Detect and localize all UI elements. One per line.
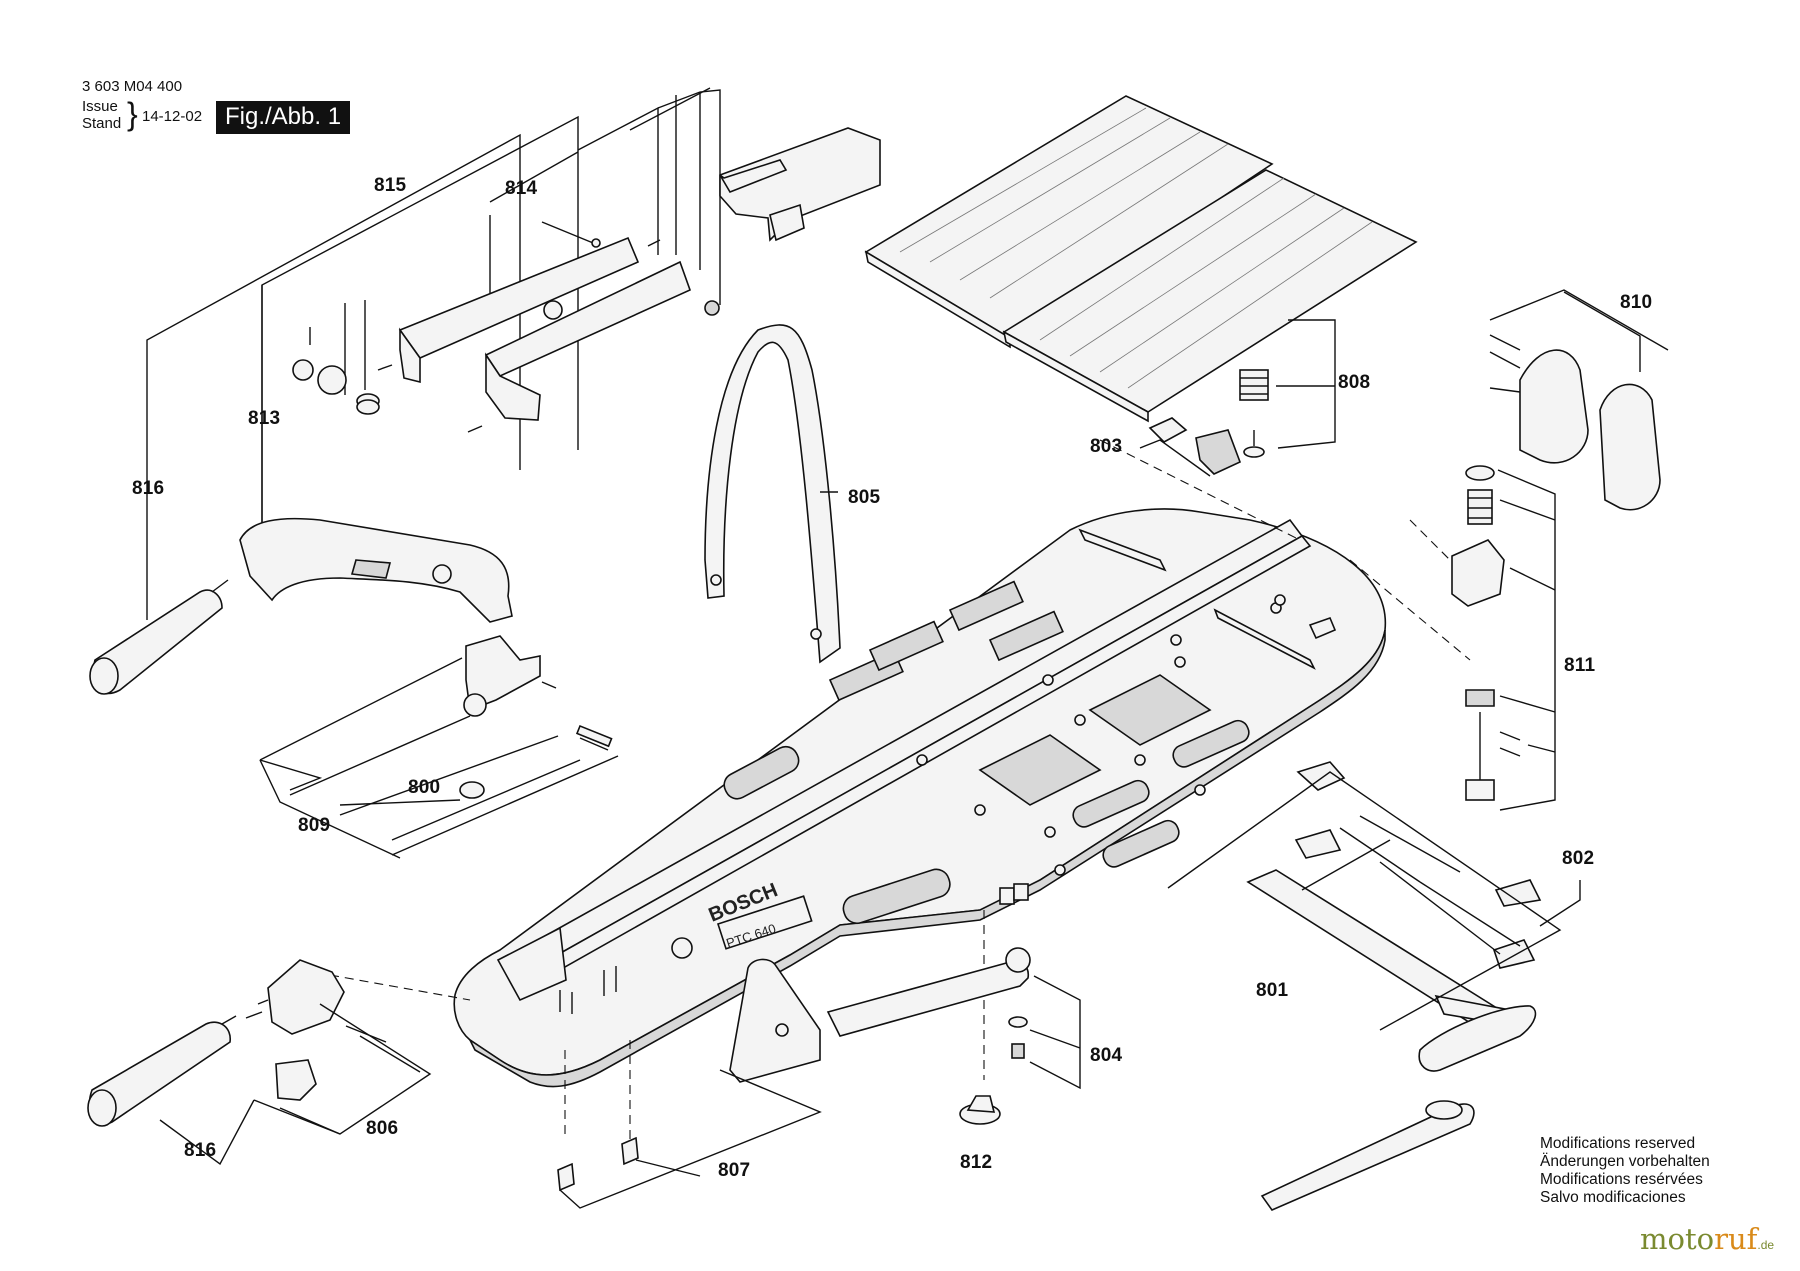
table-hatching [899, 107, 1373, 389]
part-811-stack [1451, 465, 1556, 811]
issue-date: 14-12-02 [142, 108, 203, 125]
guide-block-top [719, 127, 881, 242]
note-spanish: Salvo modificaciones [1540, 1189, 1686, 1206]
callout-800: 800 [408, 777, 441, 798]
callout-816-top: 816 [132, 478, 165, 499]
callout-806: 806 [366, 1118, 399, 1139]
watermark-logo: motoruf.de [1640, 1222, 1774, 1256]
callout-807: 807 [718, 1160, 751, 1181]
watermark-tld: .de [1757, 1238, 1775, 1252]
callout-804: 804 [1090, 1045, 1123, 1066]
part-816-grip-bottom [87, 1015, 255, 1166]
issue-brace: } [127, 96, 138, 132]
part-807-support [557, 958, 822, 1209]
part-806-block [245, 959, 432, 1135]
part-814-815 [292, 221, 720, 433]
callout-811: 811 [1564, 655, 1596, 676]
part-801-angle-guide [1167, 761, 1581, 1211]
note-german: Änderungen vorbehalten [1540, 1153, 1710, 1170]
part-816-grip-top [89, 579, 229, 695]
part-810 [1489, 289, 1669, 511]
base-plate [453, 508, 1387, 1088]
part-808-spring [1239, 319, 1336, 458]
callout-802: 802 [1562, 848, 1595, 869]
callout-803: 803 [1090, 436, 1123, 457]
leader-lines-809 [259, 657, 619, 859]
callout-812: 812 [960, 1152, 993, 1173]
callout-805: 805 [848, 487, 881, 508]
callout-814: 814 [505, 178, 538, 199]
note-english: Modifications reserved [1540, 1135, 1696, 1152]
part-809-parts [459, 635, 613, 799]
watermark-main-a: moto [1640, 1222, 1715, 1256]
document-number: 3 603 M04 400 [82, 78, 183, 95]
figure-label: Fig./Abb. 1 [216, 101, 351, 134]
stand-label: Stand [82, 115, 122, 132]
note-french: Modifications resérvées [1540, 1171, 1703, 1188]
callout-808: 808 [1338, 372, 1371, 393]
issue-label: Issue [82, 98, 118, 115]
part-804-lever [826, 947, 1081, 1090]
callout-816-bottom: 816 [184, 1140, 217, 1161]
modification-notes: Modifications reserved Änderungen vorbeh… [1540, 1135, 1710, 1207]
callout-801: 801 [1256, 980, 1289, 1001]
callout-810: 810 [1620, 292, 1653, 313]
extension-tables [864, 95, 1418, 423]
part-812-knob [959, 1095, 1001, 1125]
watermark-main-b: ruf [1714, 1222, 1758, 1256]
callout-809: 809 [298, 815, 331, 836]
part-803 [1139, 417, 1242, 477]
part-805-strap [704, 324, 841, 664]
part-813-handle [239, 517, 513, 623]
callout-815: 815 [374, 175, 407, 196]
callout-813: 813 [248, 408, 281, 429]
dashed-lines [329, 439, 1471, 1150]
